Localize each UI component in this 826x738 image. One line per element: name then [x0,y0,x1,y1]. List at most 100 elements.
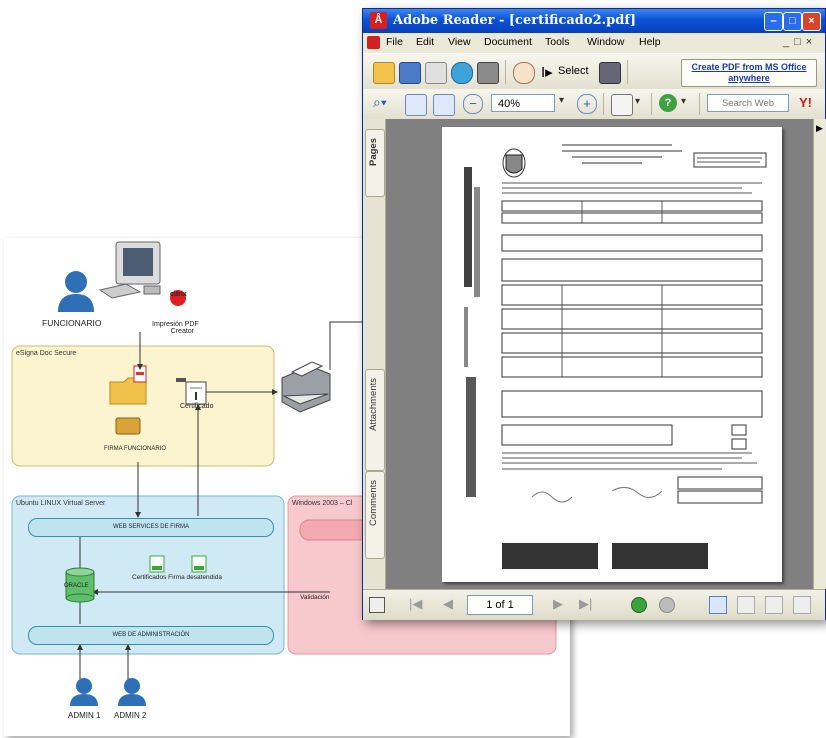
oracle-db-icon [65,567,95,603]
bottom-barcodes [502,543,708,569]
fit-page-icon[interactable] [433,94,455,116]
yahoo-search-icon[interactable]: Y! [799,95,812,110]
window-title: Adobe Reader - [certificado2.pdf] [393,13,637,28]
admin1-label: ADMIN 1 [68,711,101,720]
tab-attachments[interactable]: Attachments [365,369,385,471]
scroll-up-arrow-icon[interactable]: ▶ [816,123,823,133]
funcionario-label: FUNCIONARIO [42,318,102,328]
previous-page-icon[interactable]: ◀ [443,596,453,611]
next-page-icon[interactable]: ▶ [553,596,563,611]
print-icon[interactable] [425,62,447,84]
firma-funcionario-label: FIRMA FUNCIONARIO [104,446,167,452]
printer-icon [281,361,331,413]
firma-card-icon [115,417,141,435]
page-number-field[interactable]: 1 of 1 [467,595,533,615]
page-navigation-bar: |◀ ◀ 1 of 1 ▶ ▶| [363,589,825,620]
toolbar-separator [651,93,652,115]
navigation-pane: Pages Attachments Comments [363,119,386,589]
toolbar-separator [627,60,628,84]
save-icon[interactable] [399,62,421,84]
facing-icon[interactable] [765,596,783,614]
tab-pages-label: Pages [368,138,379,166]
layout-dropdown-icon[interactable]: ▾ [635,96,641,107]
panel-toggle-icon[interactable] [369,597,385,613]
windows-title: Windows 2003 – Cl [292,500,353,507]
certificate-page-content [464,144,767,569]
esigna-box [11,345,275,467]
create-pdf-line2: anywhere [728,73,770,83]
actual-size-icon[interactable] [405,94,427,116]
admin2-label: ADMIN 2 [114,711,147,720]
document-icon [367,36,380,49]
validacion-label: Validación [300,594,330,601]
toolbar-separator [603,93,604,115]
coat-of-arms-icon [502,148,526,178]
select-cursor-icon: I▸ [541,64,553,81]
oracle-label: ORACLE [64,583,89,589]
zoom-out-icon[interactable]: − [463,94,483,114]
tab-comments[interactable]: Comments [365,471,385,559]
maximize-button[interactable]: □ [783,12,802,31]
page-layout-icon[interactable] [611,94,633,116]
menu-file[interactable]: File [386,36,403,48]
toolbar-view: ⌕▾ − 40% ▾ + ▾ ? ▾ Y! [363,89,825,120]
last-page-icon[interactable]: ▶| [579,596,593,611]
zoom-tool-icon[interactable]: ⌕▾ [373,94,387,110]
zoom-dropdown-icon[interactable]: ▾ [559,95,565,106]
web-services-pill: WEB SERVICES DE FIRMA [28,518,274,537]
citrix-label: citrix [170,291,187,298]
continuous-facing-icon[interactable] [793,596,811,614]
help-icon[interactable]: ? [659,94,677,112]
close-button[interactable]: × [802,12,821,31]
select-tool-label[interactable]: Select [558,65,589,77]
single-page-icon[interactable] [709,596,727,614]
hand-tool-icon[interactable] [513,62,535,84]
folder-icon [109,365,147,405]
tab-comments-label: Comments [368,480,379,526]
create-pdf-button[interactable]: Create PDF from MS Office anywhere [681,59,817,87]
menu-help[interactable]: Help [639,36,661,48]
help-dropdown-icon[interactable]: ▾ [681,96,687,107]
snapshot-icon[interactable] [599,62,621,84]
menu-document[interactable]: Document [484,36,532,48]
document-view[interactable] [386,119,813,589]
citrix-ball [170,290,186,306]
mdi-controls[interactable]: _□× [783,36,818,48]
previous-view-icon[interactable] [631,597,647,613]
menu-window[interactable]: Window [587,36,625,48]
certificado-label: Certificado [180,403,214,410]
certificado-doc-icon [176,378,207,405]
admin1-person-icon [70,678,98,706]
tab-pages[interactable]: Pages [365,129,385,197]
first-page-icon[interactable]: |◀ [409,596,423,611]
funcionario-person-icon [58,271,94,312]
esigna-title: eSigna Doc Secure [16,350,77,357]
menu-view[interactable]: View [448,36,471,48]
certificados-doc-icons [149,555,207,573]
email-icon[interactable] [451,62,473,84]
web-admin-pill: WEB DE ADMINISTRACIÓN [28,626,274,645]
menu-bar: File Edit View Document Tools Window Hel… [363,33,825,53]
impresion-line-2: Creator [170,328,195,335]
menu-tools[interactable]: Tools [545,36,570,48]
title-bar[interactable]: Å Adobe Reader - [certificado2.pdf] – □ … [363,9,825,33]
adobe-app-icon: Å [370,12,387,29]
open-icon[interactable] [373,62,395,84]
impresion-line-1: Impresión PDF [152,321,199,328]
find-icon[interactable] [477,62,499,84]
zoom-in-icon[interactable]: + [577,94,597,114]
create-pdf-line1: Create PDF from MS Office [691,62,807,72]
search-web-input[interactable] [707,94,789,112]
next-view-icon[interactable] [659,597,675,613]
minimize-button[interactable]: – [764,12,783,31]
continuous-icon[interactable] [737,596,755,614]
toolbar-separator [505,60,506,84]
pdf-page [442,127,782,582]
tab-attachments-label: Attachments [368,378,379,431]
admin2-person-icon [118,678,146,706]
vertical-scrollbar[interactable]: ▶ [813,119,826,589]
menu-edit[interactable]: Edit [416,36,435,48]
toolbar-main: I▸ Select Create PDF from MS Office anyw… [363,53,825,91]
toolbar-separator [699,93,700,115]
zoom-input[interactable]: 40% [491,94,555,112]
